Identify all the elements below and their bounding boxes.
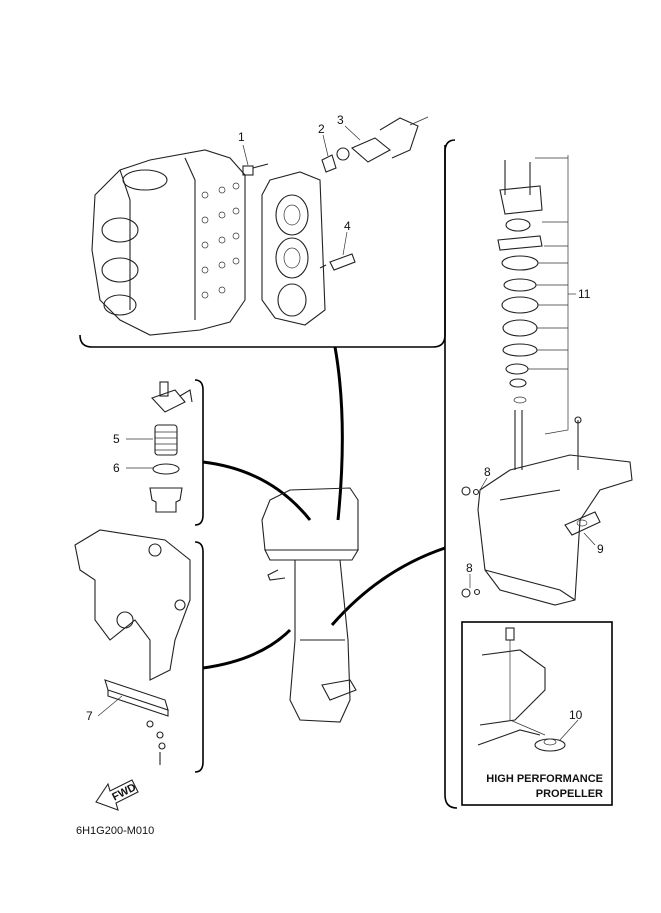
callout-8-lower: 8 — [466, 561, 473, 575]
callout-11: 11 — [578, 287, 591, 301]
part-8-upper-plug — [461, 486, 480, 496]
inset-gearcase — [477, 627, 546, 746]
fuel-connector — [151, 381, 193, 413]
water-pump-stack — [497, 155, 576, 470]
callout-1: 1 — [238, 130, 245, 144]
part-9-anode — [564, 511, 601, 536]
engine-block — [91, 149, 246, 336]
connector-right — [330, 546, 446, 626]
diagram-code: 6H1G200-M010 — [76, 825, 154, 837]
inset-caption-line1: HIGH PERFORMANCE — [486, 773, 603, 785]
cylinder-head — [261, 171, 326, 326]
part-1-clip — [242, 163, 269, 176]
part-2-thermostat — [321, 147, 350, 173]
callout-5: 5 — [113, 432, 120, 446]
part-10-anode — [534, 738, 566, 752]
fwd-label: FWD — [110, 781, 138, 803]
callout-6: 6 — [113, 461, 120, 475]
callout-8-upper: 8 — [484, 465, 491, 479]
bracket-right — [444, 139, 458, 809]
leader-lines — [97, 125, 596, 741]
part-7-anode — [104, 679, 169, 717]
callout-4: 4 — [344, 219, 351, 233]
part-8-lower-plug — [461, 588, 481, 598]
bolts-washers — [146, 720, 166, 765]
swivel-bracket — [74, 529, 191, 681]
callout-9: 9 — [597, 542, 604, 556]
filter-cup — [149, 487, 183, 513]
outboard-motor — [261, 487, 359, 723]
lower-unit — [477, 416, 633, 606]
fwd-arrow-icon: FWD — [95, 779, 139, 811]
connector-low — [202, 628, 292, 670]
callout-7: 7 — [86, 709, 93, 723]
inset-caption-line2: PROPELLER — [536, 788, 603, 800]
part-6-o-ring — [152, 463, 180, 475]
connector-top — [333, 346, 344, 521]
part-4-spark-plug — [319, 253, 356, 271]
callout-10: 10 — [569, 708, 583, 722]
callout-2: 2 — [318, 122, 325, 136]
part-3-cover — [350, 116, 429, 163]
bracket-mid — [194, 379, 204, 526]
inset-frame — [461, 621, 613, 806]
part-5-filter — [154, 424, 178, 456]
connector-mid — [202, 460, 312, 521]
bracket-low — [194, 541, 204, 773]
callout-3: 3 — [337, 113, 344, 127]
